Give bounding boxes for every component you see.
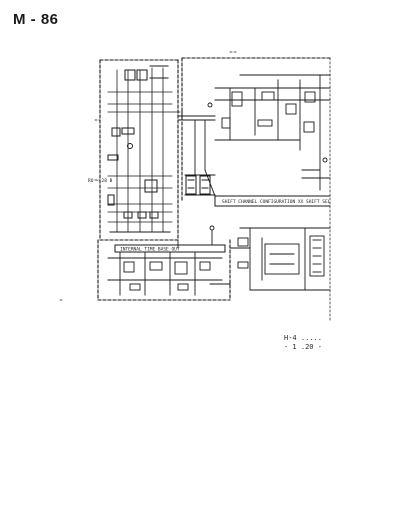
left-trunk-lines xyxy=(107,67,181,233)
upper-right-circuit xyxy=(207,74,331,191)
upper-bus-label: SHIFT CHANNEL CONFIGURATION XX SHIFT SEL xyxy=(222,199,331,205)
coupling-block xyxy=(185,175,211,195)
relay-block xyxy=(124,65,169,81)
left-module-frame xyxy=(99,59,179,241)
left-components xyxy=(107,127,171,233)
model-id-title: M - 86 xyxy=(13,11,59,28)
lower-right-circuit xyxy=(209,225,331,291)
right-module-frame xyxy=(181,57,331,201)
sheet-code: H-4 ..... xyxy=(284,334,322,342)
ic-block-label: RO - 28 B xyxy=(88,178,113,184)
main-bus xyxy=(114,195,331,253)
sheet-subcode: - 1 .20 - xyxy=(284,343,322,351)
lower-bus-label: INTERNAL TIME BASE OUT xyxy=(120,247,180,253)
lower-module-frame xyxy=(97,239,231,301)
lower-left-circuit xyxy=(107,251,231,296)
dashed-returns xyxy=(59,51,331,321)
sheet-reference: H-4 ..... - 1 .20 - xyxy=(284,334,322,352)
